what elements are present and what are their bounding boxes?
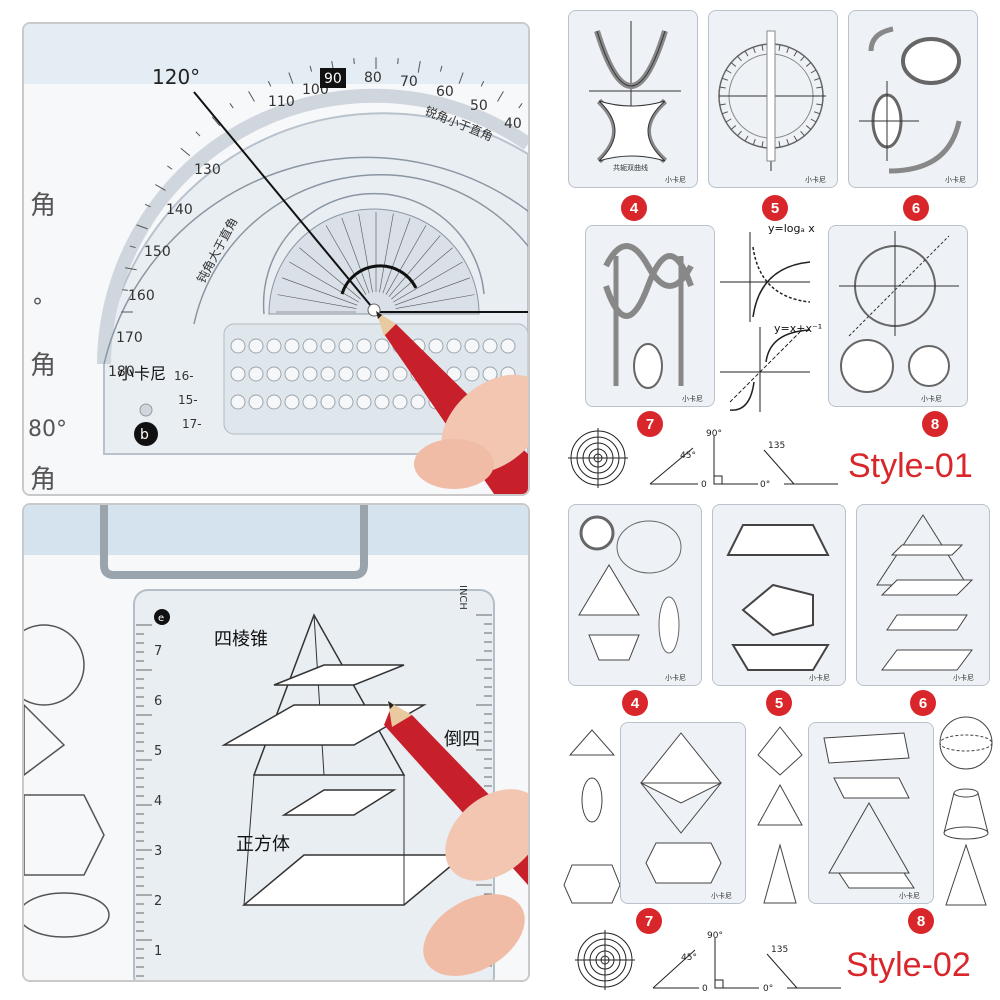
- angle-label: 80: [364, 70, 382, 86]
- card-brand: 小卡尼: [809, 674, 830, 682]
- hole-size-label: 15-: [178, 393, 198, 407]
- style02-badge-6: 6: [910, 690, 936, 716]
- angle-text-0: 0: [701, 480, 707, 490]
- style01-badge-6: 6: [903, 195, 929, 221]
- hole-size-label: 17-: [182, 417, 202, 431]
- notebook-mark: 角: [30, 191, 56, 221]
- target-and-angles-2: 45° 90° 135 0 0°: [575, 930, 841, 992]
- ruler-number: 2: [154, 894, 162, 909]
- card-brand: 小卡尼: [953, 674, 974, 682]
- angle-label: 70: [400, 74, 418, 90]
- s2-template-card-8: 小卡尼: [808, 722, 934, 904]
- card-caption: 共轭双曲线: [613, 164, 648, 172]
- angle-label: 60: [436, 84, 454, 100]
- angle-label: 40: [504, 116, 522, 132]
- protractor-illustration: 120° 110 100 90 80 70 60 50 40 130 140 1…: [24, 24, 528, 494]
- angle-text-0deg: 0°: [760, 480, 770, 490]
- hole-size-label: 16-: [174, 369, 194, 383]
- ruler-number: 3: [154, 844, 162, 859]
- s2-template-card-5: 小卡尼: [712, 504, 846, 686]
- notebook-mark: 角: [30, 465, 56, 494]
- graph-label-log: y=logₐ x: [768, 222, 815, 235]
- angle-label: 110: [268, 94, 295, 110]
- angle-label: 150: [144, 244, 171, 260]
- notebook-mark: °: [32, 295, 43, 320]
- notebook-mark: 角: [30, 351, 56, 381]
- notebook-mark: 80°: [28, 417, 67, 442]
- angle-label-120: 120°: [152, 65, 200, 89]
- s2-template-card-4: 小卡尼: [568, 504, 702, 686]
- s2-template-card-6: 小卡尼: [856, 504, 990, 686]
- style01-badge-8: 8: [922, 411, 948, 437]
- angle-text-0deg: 0°: [763, 984, 773, 992]
- angle-text-90: 90°: [707, 931, 723, 941]
- photo-protractor: 120° 110 100 90 80 70 60 50 40 130 140 1…: [22, 22, 530, 496]
- photo-solid-template: e INCH 四棱锥 正方体 倒四 7 6 5 4 3 2 1: [22, 503, 530, 982]
- style-01-label: Style-01: [848, 447, 973, 485]
- template-card-6: 小卡尼: [848, 10, 978, 188]
- ruler-number: 7: [154, 644, 162, 659]
- solid-template-illustration: e INCH 四棱锥 正方体 倒四 7 6 5 4 3 2 1: [24, 505, 528, 980]
- brand-label: 小卡尼: [118, 364, 166, 383]
- target-and-angles: 45° 90° 135 0 0°: [568, 428, 838, 490]
- hand: [445, 789, 528, 881]
- ruler-number: 5: [154, 744, 162, 759]
- graph-label-sum: y=x+x⁻¹: [774, 322, 823, 335]
- ruler-number: 4: [154, 794, 162, 809]
- angle-text-0: 0: [702, 984, 708, 992]
- card-brand: 小卡尼: [921, 395, 942, 403]
- function-graphs: y=logₐ x y=x+x⁻¹: [720, 222, 823, 412]
- template-card-8: 小卡尼: [828, 225, 968, 407]
- side-solids-middle: [757, 726, 803, 904]
- ruler-number: 6: [154, 694, 162, 709]
- angle-label: 140: [166, 202, 193, 218]
- template-letter: e: [158, 613, 164, 624]
- card-brand: 小卡尼: [711, 892, 732, 900]
- s2-template-card-7: 小卡尼: [620, 722, 746, 904]
- card-brand: 小卡尼: [899, 892, 920, 900]
- angle-label: 130: [194, 162, 221, 178]
- angle-text-45: 45°: [681, 953, 697, 963]
- angle-text-135: 135: [771, 945, 788, 955]
- angle-label: 50: [470, 98, 488, 114]
- shape-label: 正方体: [236, 834, 290, 855]
- template-card-7: 小卡尼: [585, 225, 715, 407]
- template-card-5: 小卡尼: [708, 10, 838, 188]
- style01-badge-7: 7: [637, 411, 663, 437]
- angle-label: 170: [116, 330, 143, 346]
- template-card-4: 共轭双曲线 小卡尼: [568, 10, 698, 188]
- style02-badge-5: 5: [766, 690, 792, 716]
- card-brand: 小卡尼: [665, 176, 686, 184]
- angle-label-highlight: 90: [324, 71, 342, 87]
- style01-badge-4: 4: [621, 195, 647, 221]
- angle-label: 180: [108, 364, 135, 380]
- side-solids-left: [563, 729, 621, 904]
- style02-badge-4: 4: [622, 690, 648, 716]
- style02-badge-7: 7: [636, 908, 662, 934]
- angle-line: [193, 91, 377, 313]
- ruler-number: 1: [154, 944, 162, 959]
- unit-label: INCH: [457, 585, 468, 610]
- side-solids-right: [939, 716, 993, 906]
- template-letter: b: [140, 427, 149, 443]
- card-brand: 小卡尼: [682, 395, 703, 403]
- angle-text-45: 45°: [680, 451, 696, 461]
- style02-badge-8: 8: [908, 908, 934, 934]
- style01-badge-5: 5: [762, 195, 788, 221]
- angle-text-90: 90°: [706, 429, 722, 439]
- style-02-label: Style-02: [846, 946, 971, 984]
- angle-text-135: 135: [768, 441, 785, 451]
- card-brand: 小卡尼: [665, 674, 686, 682]
- card-brand: 小卡尼: [805, 176, 826, 184]
- shape-label: 倒四: [444, 729, 480, 750]
- card-brand: 小卡尼: [945, 176, 966, 184]
- angle-label: 160: [128, 288, 155, 304]
- shape-label: 四棱锥: [214, 629, 268, 650]
